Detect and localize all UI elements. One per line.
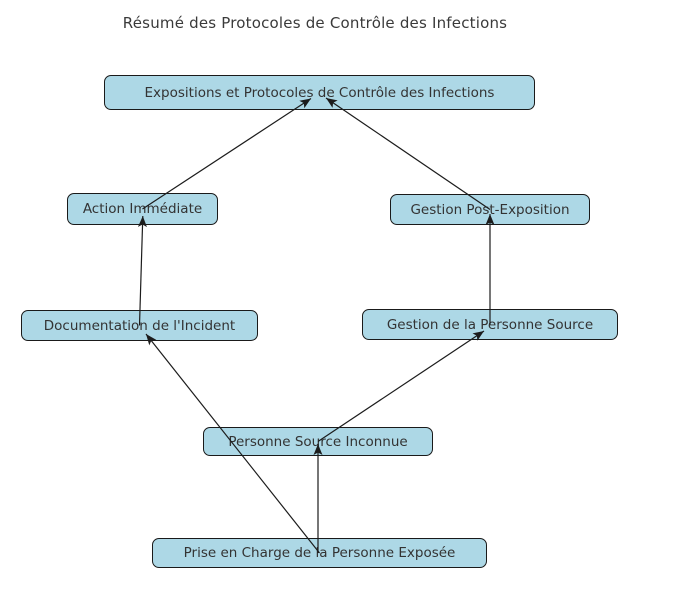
node-documentation-incident: Documentation de l'Incident — [21, 310, 258, 341]
arrow-gestion-post-to-expositions — [325, 97, 491, 210]
arrow-source-inconnue-to-gestion-source — [317, 330, 485, 442]
node-action-immediate: Action Immédiate — [67, 193, 218, 225]
node-expositions-et-protocoles: Expositions et Protocoles de Contrôle de… — [104, 75, 535, 110]
node-gestion-post-exposition: Gestion Post-Exposition — [390, 194, 590, 225]
node-prise-en-charge: Prise en Charge de la Personne Exposée — [152, 538, 487, 568]
node-personne-source-inconnue: Personne Source Inconnue — [203, 427, 433, 456]
diagram-title: Résumé des Protocoles de Contrôle des In… — [122, 14, 508, 32]
node-gestion-personne-source: Gestion de la Personne Source — [362, 309, 618, 340]
